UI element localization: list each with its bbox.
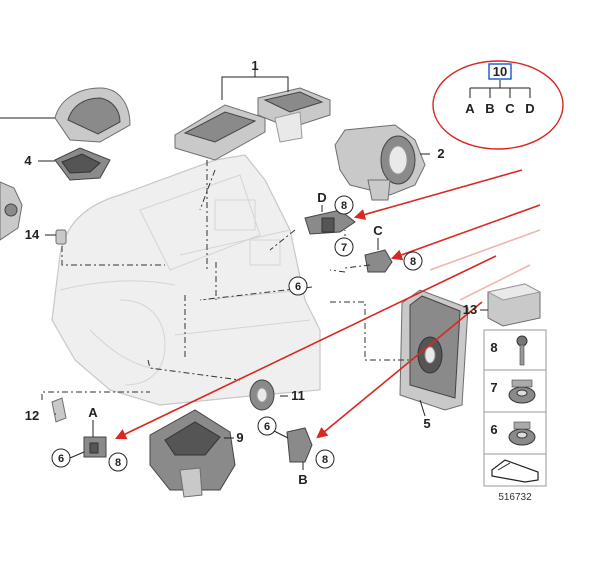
generic-part-icon	[491, 459, 539, 483]
legend-letter-a: A	[465, 101, 475, 116]
part-11-grommet	[249, 379, 275, 411]
side-table: 8 7 6 516732	[483, 329, 547, 503]
arrow-to-b	[316, 301, 483, 439]
svg-text:6: 6	[295, 281, 301, 293]
nut-clip-icon-6	[508, 421, 536, 446]
circled-callouts: 8 7 8 6 6 8 6 8	[51, 195, 423, 472]
legend-letter-c: C	[505, 101, 515, 116]
arrow-to-d	[353, 169, 523, 220]
left-edge-part	[0, 181, 23, 241]
part-13-box	[486, 283, 542, 327]
callout-4: 4	[24, 153, 32, 168]
side-table-label-6: 6	[490, 422, 497, 437]
letter-d: D	[317, 190, 326, 205]
circle-callout-6-b: 6	[257, 416, 277, 436]
bracket-d	[304, 209, 356, 235]
arrow-to-a	[114, 255, 497, 440]
part-9-bracket	[149, 409, 236, 498]
side-table-label-7: 7	[490, 380, 497, 395]
screw-icon	[516, 335, 528, 366]
svg-text:8: 8	[115, 457, 121, 469]
callout-2: 2	[437, 146, 444, 161]
arrow-faint-2	[459, 264, 531, 301]
circle-callout-6-main: 6	[288, 276, 308, 296]
part-14-plug	[55, 229, 67, 245]
part-12-pin	[51, 397, 67, 423]
leader-lines	[0, 70, 488, 470]
headlight-housing	[51, 154, 321, 406]
circle-callout-8-b: 8	[315, 449, 335, 469]
side-table-label-8: 8	[490, 340, 497, 355]
arrow-to-c	[390, 204, 541, 261]
bracket-b	[286, 427, 313, 463]
bracket-c	[364, 249, 393, 273]
svg-text:8: 8	[341, 200, 347, 212]
svg-text:7: 7	[341, 242, 347, 254]
letter-b: B	[298, 472, 307, 487]
callout-13: 13	[463, 302, 477, 317]
nut-clip-icon-7	[508, 379, 536, 404]
cap-cover	[54, 87, 131, 143]
part-2-projector-module	[334, 124, 426, 201]
red-arrows	[114, 169, 541, 440]
letter-c: C	[373, 223, 383, 238]
bracket-a	[83, 436, 107, 458]
svg-text:6: 6	[264, 421, 270, 433]
svg-text:8: 8	[410, 256, 416, 268]
legend-ellipse	[432, 60, 564, 150]
legend-letter-d: D	[525, 101, 534, 116]
callout-12: 12	[25, 408, 39, 423]
callout-11: 11	[291, 388, 305, 403]
part-4-bracket	[54, 147, 111, 181]
legend-10: 10 A B C D	[432, 60, 564, 150]
diagram-code: 516732	[498, 492, 532, 503]
svg-text:6: 6	[58, 453, 64, 465]
circle-callout-8-c: 8	[403, 251, 423, 271]
circle-callout-8-a: 8	[108, 452, 128, 472]
arrow-faint-1	[429, 229, 541, 271]
circle-callout-7: 7	[334, 237, 354, 257]
callout-1: 1	[251, 58, 258, 73]
legend-letter-b: B	[485, 101, 494, 116]
callout-5: 5	[423, 416, 430, 431]
callout-14: 14	[25, 227, 40, 242]
callout-10: 10	[493, 64, 507, 79]
highlight-box	[488, 63, 512, 80]
svg-text:8: 8	[322, 454, 328, 466]
part-5-ballast	[399, 289, 469, 411]
part-1-control-units	[174, 87, 331, 161]
circle-callout-6-a: 6	[51, 448, 71, 468]
callout-9: 9	[236, 430, 243, 445]
circle-callout-8-d: 8	[334, 195, 354, 215]
callouts: 1 2 4 14 5 11 12 9 13 D C A B	[24, 58, 477, 487]
letter-a: A	[88, 405, 98, 420]
